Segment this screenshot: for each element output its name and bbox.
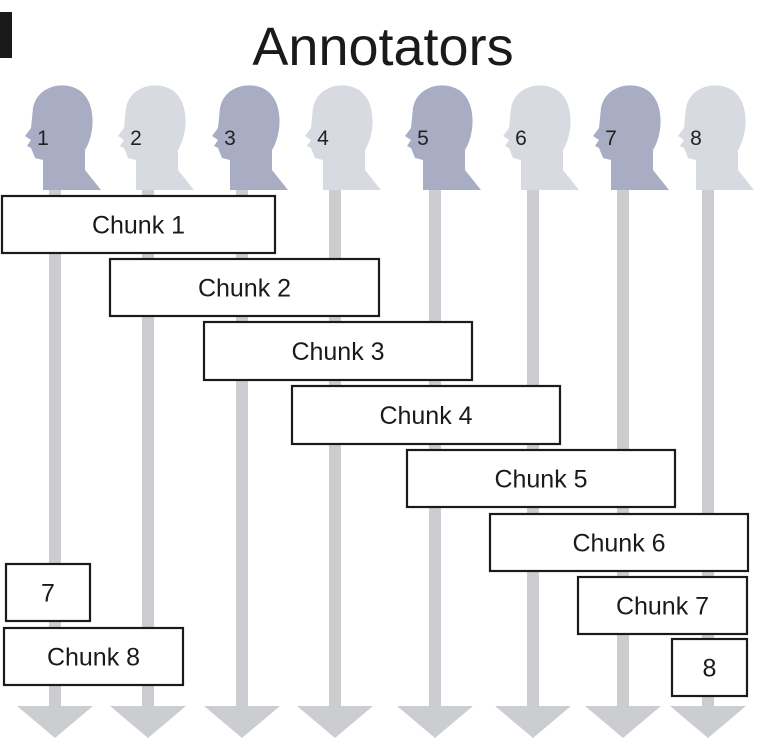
chunk-box-2: Chunk 2: [108, 257, 381, 318]
annotator-5-label: 5: [417, 127, 429, 150]
annotator-1-label: 1: [37, 127, 49, 150]
chunk-box-7: 7: [4, 562, 92, 623]
annotator-2-head: 2: [118, 85, 194, 190]
chunk-label-chunk-6: Chunk 6: [572, 530, 665, 558]
chunk-box-4: Chunk 4: [290, 384, 562, 446]
chunk-label-chunk-1: Chunk 1: [92, 212, 185, 240]
annotator-7-label: 7: [605, 127, 617, 150]
chunk-box-10: 8: [670, 637, 749, 698]
chunk-box-6: Chunk 6: [488, 512, 750, 573]
chunk-label-7: 7: [41, 580, 55, 608]
chunk-label-chunk-2: Chunk 2: [198, 275, 291, 303]
chunk-box-5: Chunk 5: [405, 448, 677, 509]
diagram-title: Annotators: [252, 17, 514, 77]
chunk-label-8: 8: [703, 655, 717, 683]
chunk-label-chunk-7: Chunk 7: [616, 593, 709, 621]
chunk-label-chunk-5: Chunk 5: [494, 466, 587, 494]
annotator-1-head: 1: [25, 85, 101, 190]
chunk-label-chunk-8: Chunk 8: [47, 644, 140, 672]
annotator-5-head: 5: [405, 85, 481, 190]
annotator-3-head: 3: [212, 85, 288, 190]
annotator-8-label: 8: [690, 127, 702, 150]
chunk-box-8: Chunk 7: [576, 575, 749, 636]
chunk-label-chunk-3: Chunk 3: [291, 338, 384, 366]
annotator-4-head: 4: [305, 85, 381, 190]
panel-mark: [0, 12, 12, 58]
chunk-box-3: Chunk 3: [202, 320, 474, 382]
annotator-6-head: 6: [503, 85, 579, 190]
annotator-2-label: 2: [130, 127, 142, 150]
chunk-box-9: Chunk 8: [2, 626, 185, 687]
annotator-4-label: 4: [317, 127, 329, 150]
chunk-box-1: Chunk 1: [0, 194, 277, 255]
annotator-6-label: 6: [515, 127, 527, 150]
annotator-3-label: 3: [224, 127, 236, 150]
annotator-8-head: 8: [678, 85, 754, 190]
chunk-label-chunk-4: Chunk 4: [379, 402, 472, 430]
annotator-7-head: 7: [593, 85, 669, 190]
